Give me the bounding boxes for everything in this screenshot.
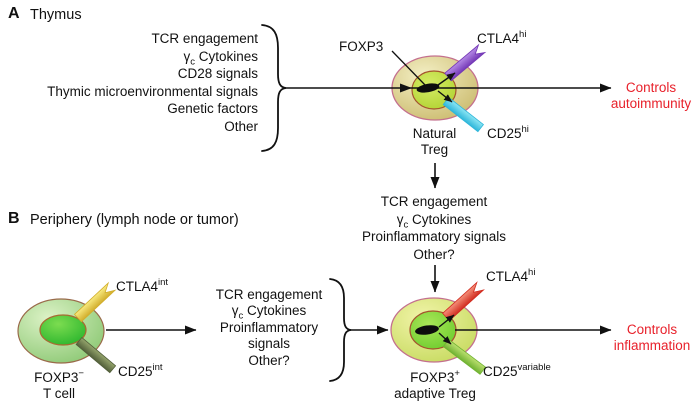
outcome-a-line2: autoimmunity bbox=[610, 96, 692, 111]
cd25-base: CD25 bbox=[483, 364, 518, 379]
panel-a-brace bbox=[261, 24, 287, 152]
foxp3-sup: − bbox=[78, 367, 84, 379]
cd25-variable-label: CD25variable bbox=[483, 361, 551, 380]
foxp3-to-ctla4-arrow-a bbox=[437, 72, 456, 86]
gamma-symbol: γ bbox=[231, 303, 239, 319]
foxp3-to-cd25-arrow-a bbox=[437, 90, 453, 103]
outcome-a-line1: Controls bbox=[625, 80, 677, 95]
foxp3-to-cd25-arrow-b bbox=[438, 332, 452, 345]
panel-b-signal-list: TCR engagement γc Cytokines Proinflammat… bbox=[203, 287, 335, 369]
adaptive-label-line1: FOXP3+ bbox=[368, 367, 502, 386]
panel-a-factor-list: TCR engagement γc Cytokines CD28 signals… bbox=[47, 30, 258, 136]
foxp3-label-a: FOXP3 bbox=[339, 39, 384, 54]
ctla4-sup: hi bbox=[519, 28, 527, 40]
signal-proinflammatory: Proinflammatory signals bbox=[219, 319, 319, 352]
gamma-subscript: c bbox=[403, 219, 409, 231]
tcell-label-line1: FOXP3− bbox=[18, 367, 100, 386]
cd25-base: CD25 bbox=[487, 126, 522, 141]
transition-gamma-cytokines: γc Cytokines bbox=[349, 211, 519, 231]
panel-a-tag: A bbox=[8, 5, 20, 22]
foxp3-base: FOXP3 bbox=[34, 370, 79, 385]
adaptive-label-line2: adaptive Treg bbox=[394, 386, 476, 401]
foxp3-sup: + bbox=[454, 367, 460, 379]
tcell-nucleus bbox=[39, 314, 87, 346]
factor-cd28: CD28 signals bbox=[177, 66, 258, 82]
cd25-sup: variable bbox=[517, 361, 551, 373]
cytokines-text: Cytokines bbox=[243, 303, 307, 319]
cytokines-text: Cytokines bbox=[194, 48, 258, 64]
foxp3-to-ctla4-arrow-b bbox=[438, 314, 455, 328]
cd25-sup: int bbox=[152, 361, 163, 373]
factor-other: Other bbox=[224, 118, 258, 134]
signal-gamma-cytokines: γc Cytokines bbox=[203, 303, 335, 323]
ctla4-int-label: CTLA4int bbox=[116, 276, 169, 295]
panel-b-title: Periphery (lymph node or tumor) bbox=[30, 212, 239, 228]
natural-treg-label-line2: Treg bbox=[420, 142, 449, 157]
ctla4-sup: int bbox=[158, 276, 169, 288]
panel-b-tag: B bbox=[8, 210, 20, 227]
ctla4-hi-label-b: CTLA4hi bbox=[486, 266, 536, 285]
transition-proinflammatory: Proinflammatory signals bbox=[361, 229, 507, 244]
ctla4-sup: hi bbox=[528, 266, 536, 278]
adaptive-treg-label: FOXP3+ adaptive Treg bbox=[368, 367, 502, 402]
transition-tcr: TCR engagement bbox=[380, 194, 488, 209]
natural-treg-label-line1: Natural bbox=[412, 126, 457, 141]
tcell-label-line2: T cell bbox=[42, 386, 75, 401]
factor-genetic: Genetic factors bbox=[167, 101, 258, 117]
foxp3-negative-tcell-label: FOXP3− T cell bbox=[18, 367, 100, 402]
natural-treg-label: Natural Treg bbox=[397, 126, 472, 158]
cd25-sup: hi bbox=[521, 123, 529, 135]
adaptive-treg-foxp3-mark bbox=[415, 325, 439, 335]
ctla4-base: CTLA4 bbox=[477, 31, 520, 46]
ctla4-base: CTLA4 bbox=[486, 269, 529, 284]
factor-thymic: Thymic microenvironmental signals bbox=[47, 83, 258, 99]
cd25-int-receptor bbox=[75, 336, 117, 374]
ctla4-int-receptor bbox=[74, 281, 117, 323]
gamma-subscript: c bbox=[190, 56, 195, 68]
cd25-int-label: CD25int bbox=[118, 361, 163, 380]
cd25-base: CD25 bbox=[118, 364, 153, 379]
cytokines-text: Cytokines bbox=[408, 211, 472, 227]
transition-other: Other? bbox=[413, 246, 455, 262]
signal-other: Other? bbox=[248, 352, 290, 368]
panel-a-mid-arrowhead bbox=[400, 83, 412, 93]
natural-treg-foxp3-mark bbox=[416, 83, 440, 93]
signal-tcr: TCR engagement bbox=[215, 287, 323, 302]
outcome-b-line1: Controls bbox=[626, 322, 678, 337]
foxp3-pointer-line bbox=[391, 50, 427, 87]
cd25-hi-label-a: CD25hi bbox=[487, 123, 529, 142]
factor-gamma-cytokines: γc Cytokines bbox=[47, 48, 258, 68]
outcome-b-line2: inflammation bbox=[613, 338, 691, 353]
transition-signal-list: TCR engagement γc Cytokines Proinflammat… bbox=[349, 193, 519, 263]
outcome-autoimmunity: Controls autoimmunity bbox=[602, 80, 700, 112]
panel-a-title: Thymus bbox=[30, 7, 82, 23]
gamma-symbol: γ bbox=[396, 211, 404, 227]
gamma-symbol: γ bbox=[183, 48, 191, 64]
foxp3-base: FOXP3 bbox=[410, 370, 455, 385]
gamma-subscript: c bbox=[238, 311, 244, 323]
ctla4-hi-label-a: CTLA4hi bbox=[477, 28, 527, 47]
ctla4-base: CTLA4 bbox=[116, 279, 159, 294]
outcome-inflammation: Controls inflammation bbox=[604, 322, 700, 354]
factor-tcr: TCR engagement bbox=[151, 31, 258, 46]
